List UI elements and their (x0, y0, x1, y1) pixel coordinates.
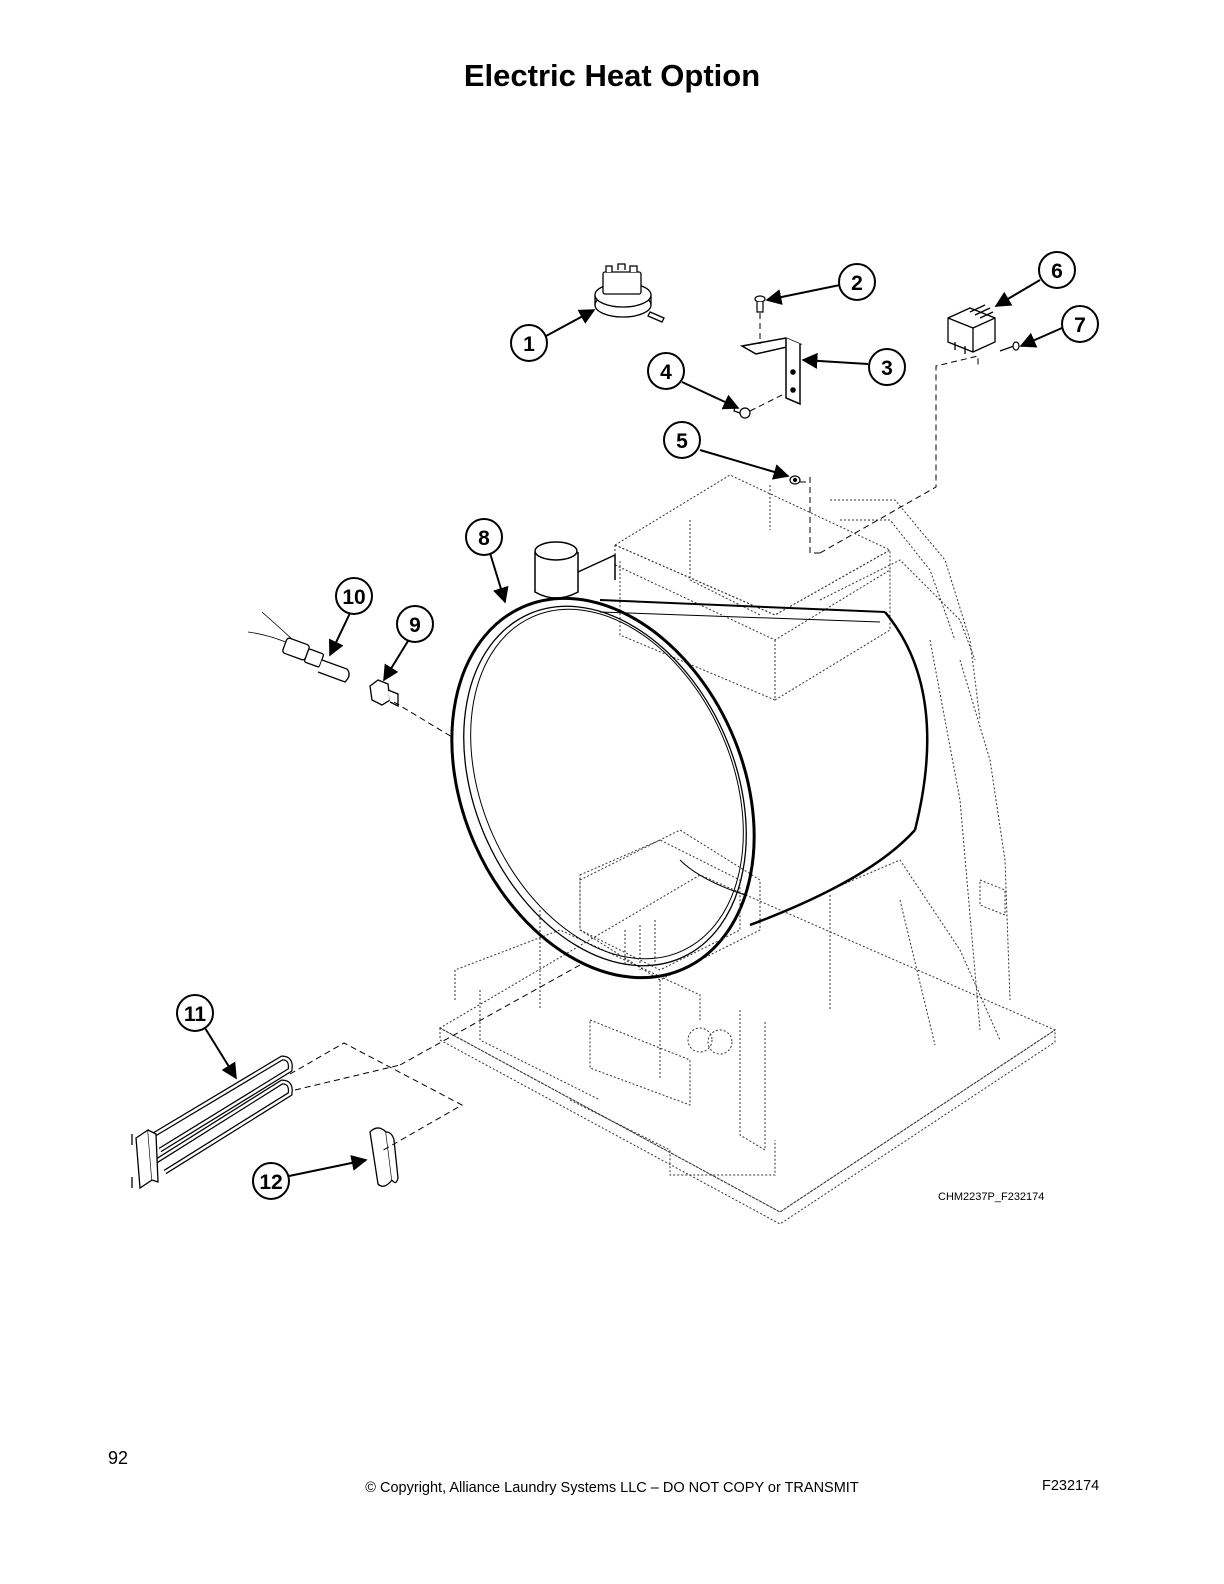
figure-code: CHM2237P_F232174 (938, 1191, 1044, 1203)
terminal-block (947, 304, 996, 354)
page-number: 92 (108, 1448, 129, 1468)
control-box-outline (613, 474, 892, 701)
callout-6: 6 (1038, 251, 1076, 289)
callout-label: 7 (1074, 314, 1086, 337)
terminal-screw (999, 341, 1020, 352)
callout-leaders (204, 279, 1063, 1177)
bracket-screw (754, 295, 766, 313)
callout-8: 8 (465, 518, 503, 556)
heating-element (131, 1055, 293, 1190)
mounting-nut (789, 475, 801, 485)
callout-label: 1 (523, 333, 535, 356)
bracket-bolt (733, 406, 751, 419)
probe-fitting (369, 679, 399, 708)
copyright-notice: © Copyright, Alliance Laundry Systems LL… (365, 1480, 859, 1496)
pressure-switch (594, 263, 665, 323)
callout-5: 5 (663, 421, 701, 459)
callout-label: 8 (478, 527, 490, 550)
machine-frame-outline (438, 499, 1057, 1225)
callout-label: 9 (409, 614, 421, 637)
tub-assembly (450, 596, 929, 980)
heater-gasket (369, 1127, 399, 1187)
callout-label: 4 (660, 361, 672, 384)
callout-10: 10 (335, 577, 373, 615)
callout-12: 12 (252, 1162, 290, 1200)
callout-label: 3 (881, 357, 893, 380)
assembly-lines (289, 313, 979, 1153)
callout-9: 9 (396, 605, 434, 643)
callout-11: 11 (176, 994, 214, 1032)
callout-2: 2 (838, 263, 876, 301)
temperature-probe (247, 611, 350, 683)
callout-label: 12 (259, 1171, 282, 1194)
callout-label: 6 (1051, 260, 1063, 283)
callout-3: 3 (868, 348, 906, 386)
callout-label: 11 (184, 1003, 207, 1026)
callout-label: 5 (676, 430, 688, 453)
callout-7: 7 (1061, 305, 1099, 343)
tub-pipe-stub (534, 541, 616, 599)
callout-label: 2 (851, 272, 863, 295)
document-code: F232174 (1042, 1478, 1100, 1494)
page-title: Electric Heat Option (463, 58, 761, 93)
callout-label: 10 (342, 586, 365, 609)
callout-1: 1 (510, 324, 548, 362)
callout-4: 4 (647, 352, 685, 390)
mounting-bracket (739, 337, 803, 406)
